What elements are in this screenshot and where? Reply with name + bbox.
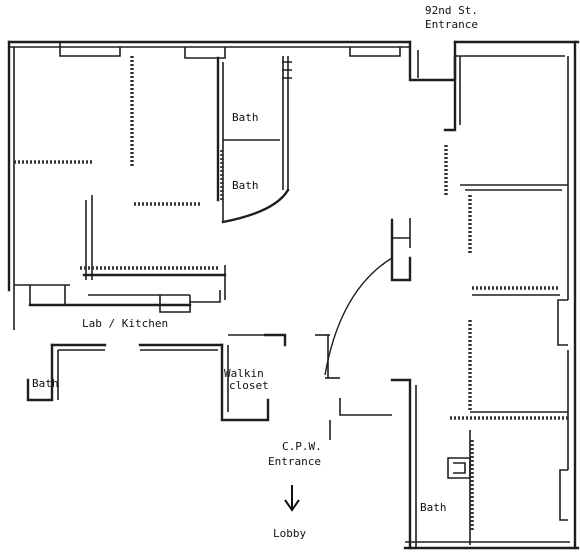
- walkin-closet-label-2: closet: [229, 379, 269, 392]
- lab-kitchen-label: Lab / Kitchen: [82, 317, 168, 330]
- cpw-entrance-label-2: Entrance: [268, 455, 321, 468]
- central-doors: [315, 218, 412, 379]
- lobby-label: Lobby: [273, 527, 306, 540]
- upper-baths: [216, 56, 292, 224]
- entrance-92nd-label-1: 92nd St.: [425, 4, 478, 17]
- lower-left-rooms: [26, 333, 287, 422]
- top-left-rooms: [13, 56, 227, 330]
- walkin-closet-label-1: Walkin: [224, 367, 264, 380]
- entrance-92nd-label-2: Entrance: [425, 18, 478, 31]
- bath-upper-label: Bath: [232, 111, 259, 124]
- right-rooms: [329, 54, 568, 550]
- outer-walls: [7, 40, 580, 550]
- bath-left-label: Bath: [32, 377, 59, 390]
- cpw-entrance-label-1: C.P.W.: [282, 440, 322, 453]
- bath-lower-right-label: Bath: [420, 501, 447, 514]
- bath-middle-label: Bath: [232, 179, 259, 192]
- down-arrow-icon: [284, 485, 300, 512]
